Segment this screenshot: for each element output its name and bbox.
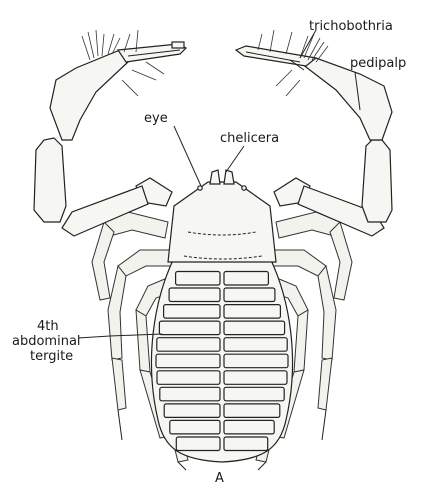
label-tergite-line3: tergite xyxy=(30,349,73,364)
tergite-plate xyxy=(164,404,220,418)
tergite-plate xyxy=(224,321,285,335)
label-tergite-line1: 4th xyxy=(37,319,59,334)
tergite-plate xyxy=(157,371,220,385)
left-pedipalp xyxy=(34,42,186,236)
figure-caption: A xyxy=(215,471,224,486)
tergite-plate xyxy=(224,437,268,451)
tergite-plate xyxy=(224,338,287,352)
tergite-plate xyxy=(176,272,220,286)
abdomen xyxy=(151,258,292,462)
tergite-plate xyxy=(157,338,220,352)
tergite-plate xyxy=(224,371,287,385)
label-chelicera: chelicera xyxy=(220,131,279,146)
tergite-plate xyxy=(224,305,280,319)
label-tergite-line2: abdominal xyxy=(12,334,81,349)
label-pedipalp: pedipalp xyxy=(350,56,406,71)
tergite-plate xyxy=(224,354,288,368)
tergite-plate xyxy=(224,404,280,418)
tergite-plate xyxy=(160,387,220,401)
label-trichobothria: trichobothria xyxy=(309,19,393,34)
tergite-plate xyxy=(159,321,220,335)
tergite-plate xyxy=(224,420,274,434)
tergite-plate xyxy=(164,305,220,319)
label-eye: eye xyxy=(144,111,168,126)
tergite-plate xyxy=(224,272,268,286)
tergite-plate xyxy=(169,288,220,302)
tergite-plate xyxy=(224,288,275,302)
tergite-plate xyxy=(170,420,220,434)
tergite-plate xyxy=(176,437,220,451)
tergite-plate xyxy=(224,387,284,401)
carapace xyxy=(168,182,276,262)
tergite-plate xyxy=(156,354,220,368)
